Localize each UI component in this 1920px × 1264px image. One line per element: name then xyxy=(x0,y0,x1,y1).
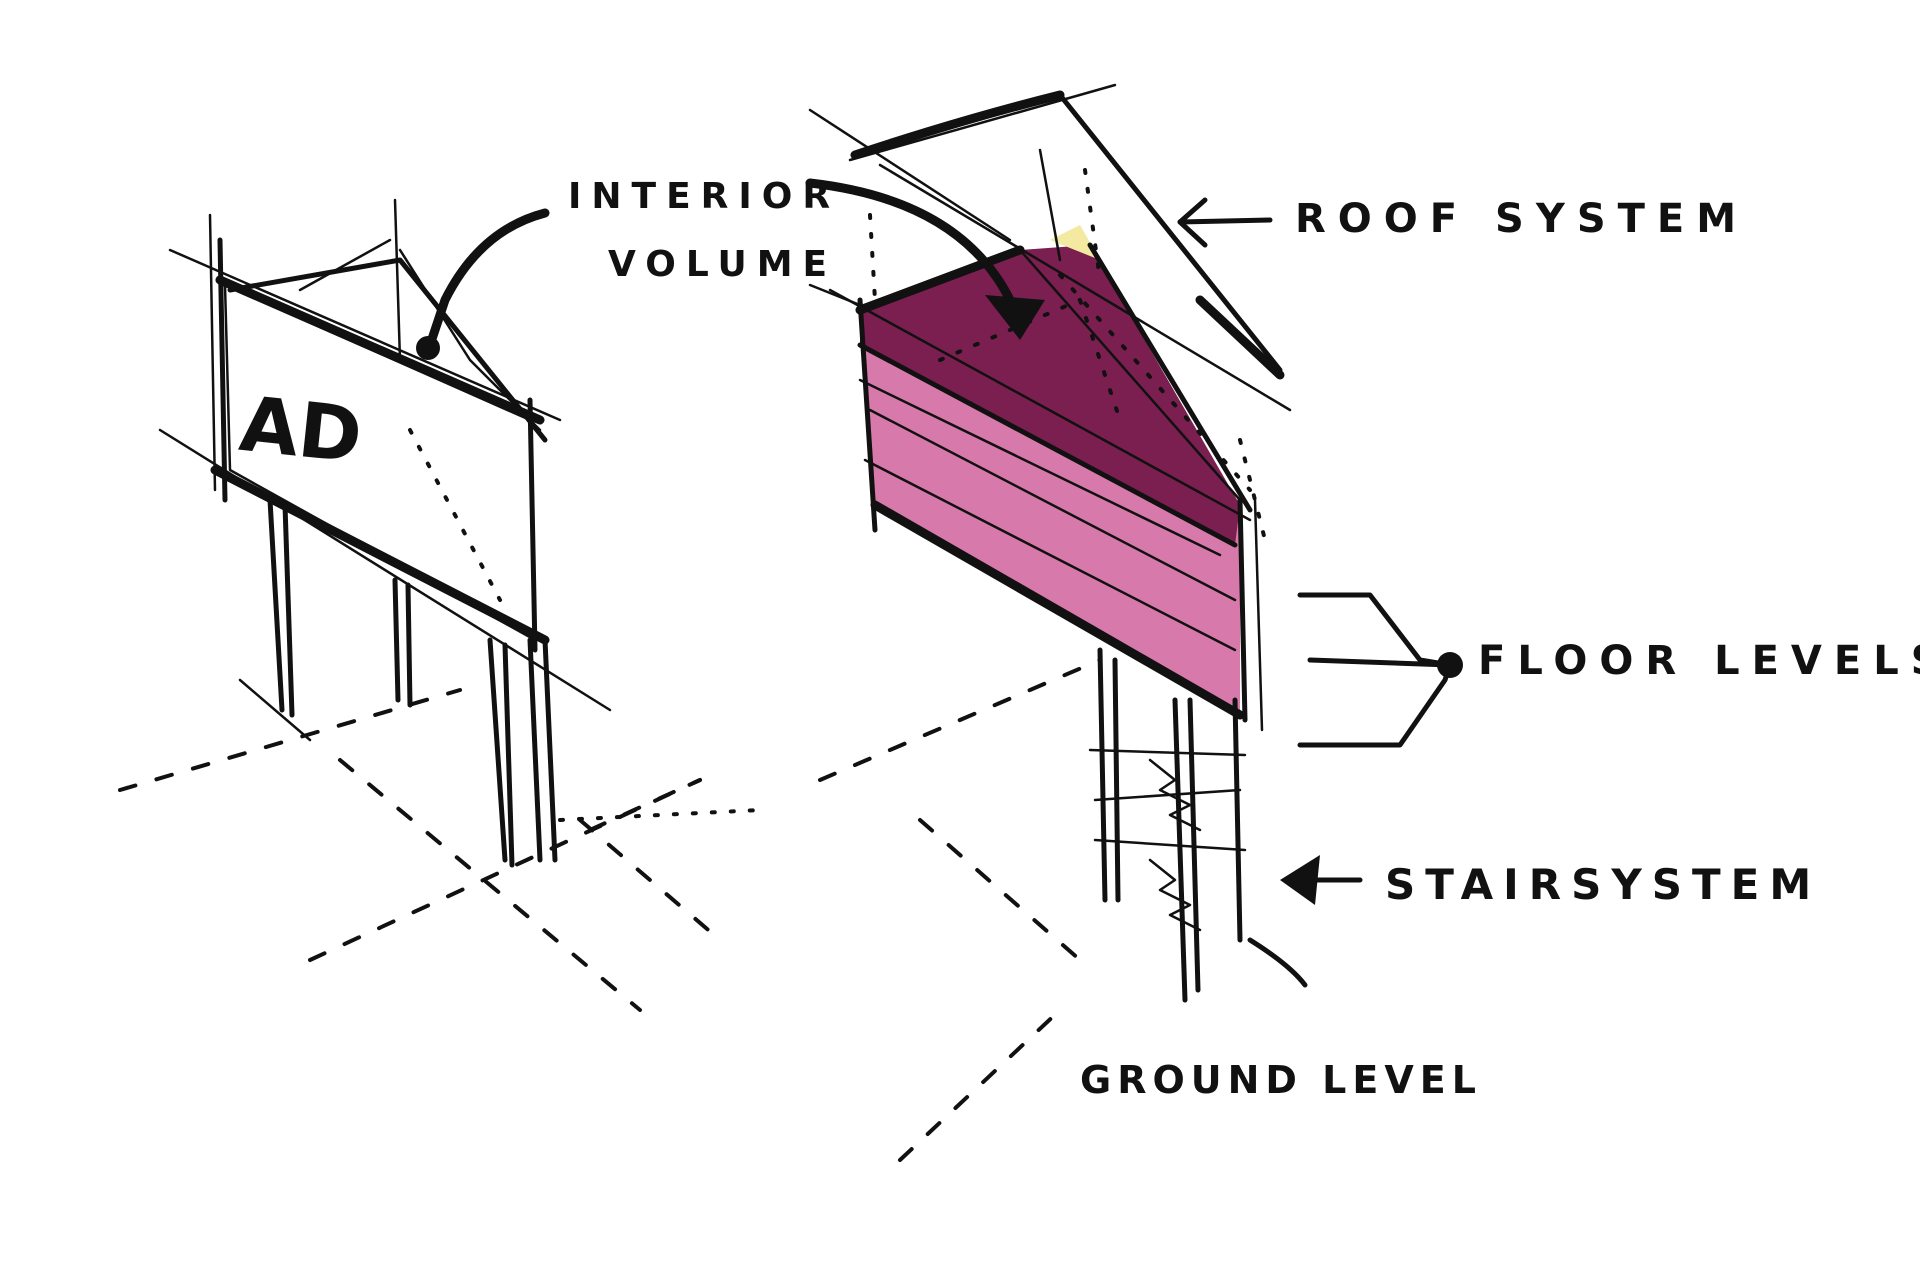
label-floor-levels: FLOOR LEVELS xyxy=(1478,638,1920,684)
interior-volume-leader-right xyxy=(805,178,1015,305)
leader-dot xyxy=(1437,652,1463,678)
floor-levels-bracket xyxy=(1297,592,1453,668)
arrow-head-icon xyxy=(1280,855,1320,905)
label-interior-line1: INTERIOR xyxy=(568,176,841,217)
arrow-head-icon xyxy=(1177,197,1208,248)
roof-accent-fill xyxy=(1050,225,1100,260)
billboard-sign-text: AD xyxy=(235,378,367,481)
billboard-structure xyxy=(158,198,612,868)
label-interior-line2: VOLUME xyxy=(608,244,838,285)
building-structure xyxy=(808,83,1292,1003)
label-roof-system: ROOF SYSTEM xyxy=(1295,196,1749,242)
label-ground-level: GROUND LEVEL xyxy=(1080,1058,1482,1102)
label-stair-system: STAIRSYSTEM xyxy=(1385,860,1822,909)
annotation-leaders xyxy=(416,178,1463,905)
floor-levels-fill xyxy=(860,310,1240,710)
arrow-head-icon xyxy=(985,295,1045,340)
interior-volume-leader-left xyxy=(425,208,550,350)
ground-plane-lines xyxy=(118,658,1308,1162)
interior-volume-fill xyxy=(860,245,1240,545)
roof-system-arrow xyxy=(1177,217,1273,225)
leader-dot xyxy=(416,336,440,360)
